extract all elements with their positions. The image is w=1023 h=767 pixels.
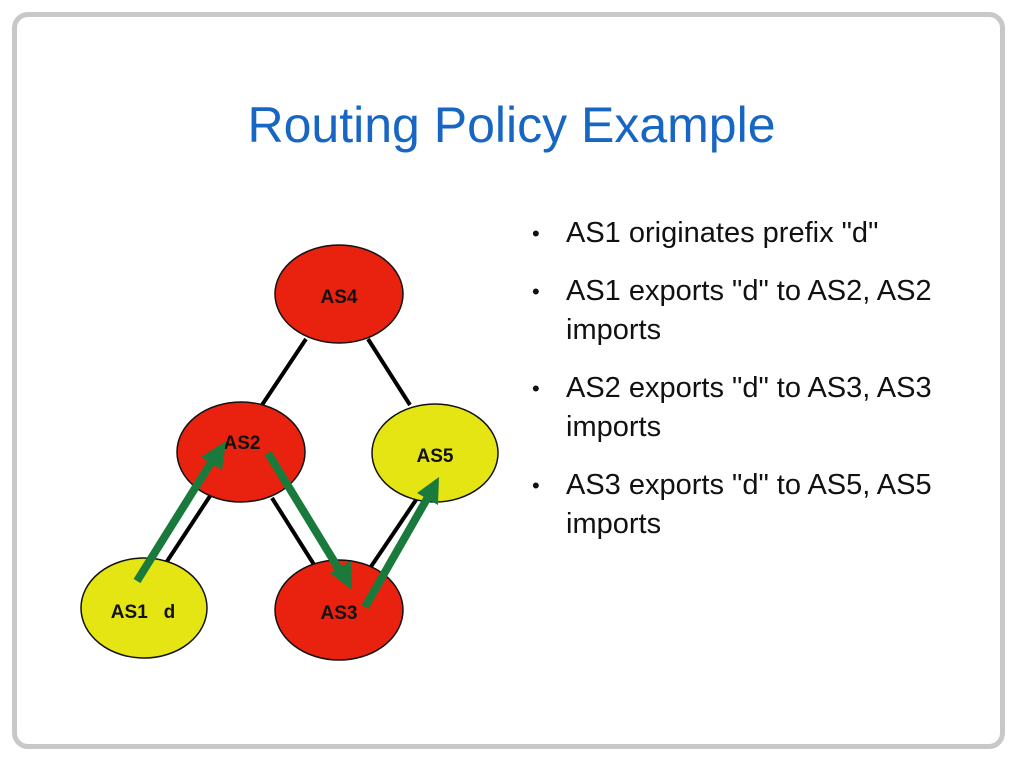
node-label-as2: AS2	[224, 433, 261, 454]
node-as1	[80, 557, 208, 659]
bullet-item: • AS2 exports "d" to AS3, AS3 imports	[532, 369, 962, 447]
link-as4-as5	[366, 337, 412, 407]
route-arrow-as1-as2	[133, 441, 226, 584]
bullet-text: AS1 originates prefix "d"	[566, 217, 879, 249]
node-label-as1: AS1 d	[111, 602, 175, 623]
bullet-text: AS3 exports "d" to AS5, AS5 imports	[566, 469, 932, 540]
bullet-item: • AS3 exports "d" to AS5, AS5 imports	[532, 466, 962, 544]
link-as4-as2	[260, 337, 308, 407]
node-as4	[274, 244, 404, 344]
route-arrow-as2-as3	[264, 450, 352, 590]
node-label-as5: AS5	[417, 446, 454, 467]
bullet-list: • AS1 originates prefix "d" • AS1 exports …	[532, 214, 962, 563]
bullet-item: • AS1 originates prefix "d"	[532, 214, 962, 253]
slide-title: Routing Policy Example	[247, 97, 776, 153]
bullet-item: • AS1 exports "d" to AS2, AS2 imports	[532, 272, 962, 350]
node-label-as3: AS3	[321, 603, 358, 624]
node-label-as4: AS4	[321, 287, 358, 308]
route-arrow-as3-as5	[361, 477, 439, 609]
node-as2	[176, 401, 306, 503]
bullet-text: AS2 exports "d" to AS3, AS3 imports	[566, 372, 932, 443]
bullet-marker: •	[532, 221, 540, 246]
node-as3	[274, 559, 404, 661]
bullet-marker: •	[532, 473, 540, 498]
bullet-marker: •	[532, 279, 540, 304]
link-as2-as3	[270, 496, 320, 573]
link-as2-as1	[158, 491, 214, 574]
link-as5-as3	[366, 495, 420, 573]
bullet-marker: •	[532, 376, 540, 401]
bullet-text: AS1 exports "d" to AS2, AS2 imports	[566, 275, 932, 346]
